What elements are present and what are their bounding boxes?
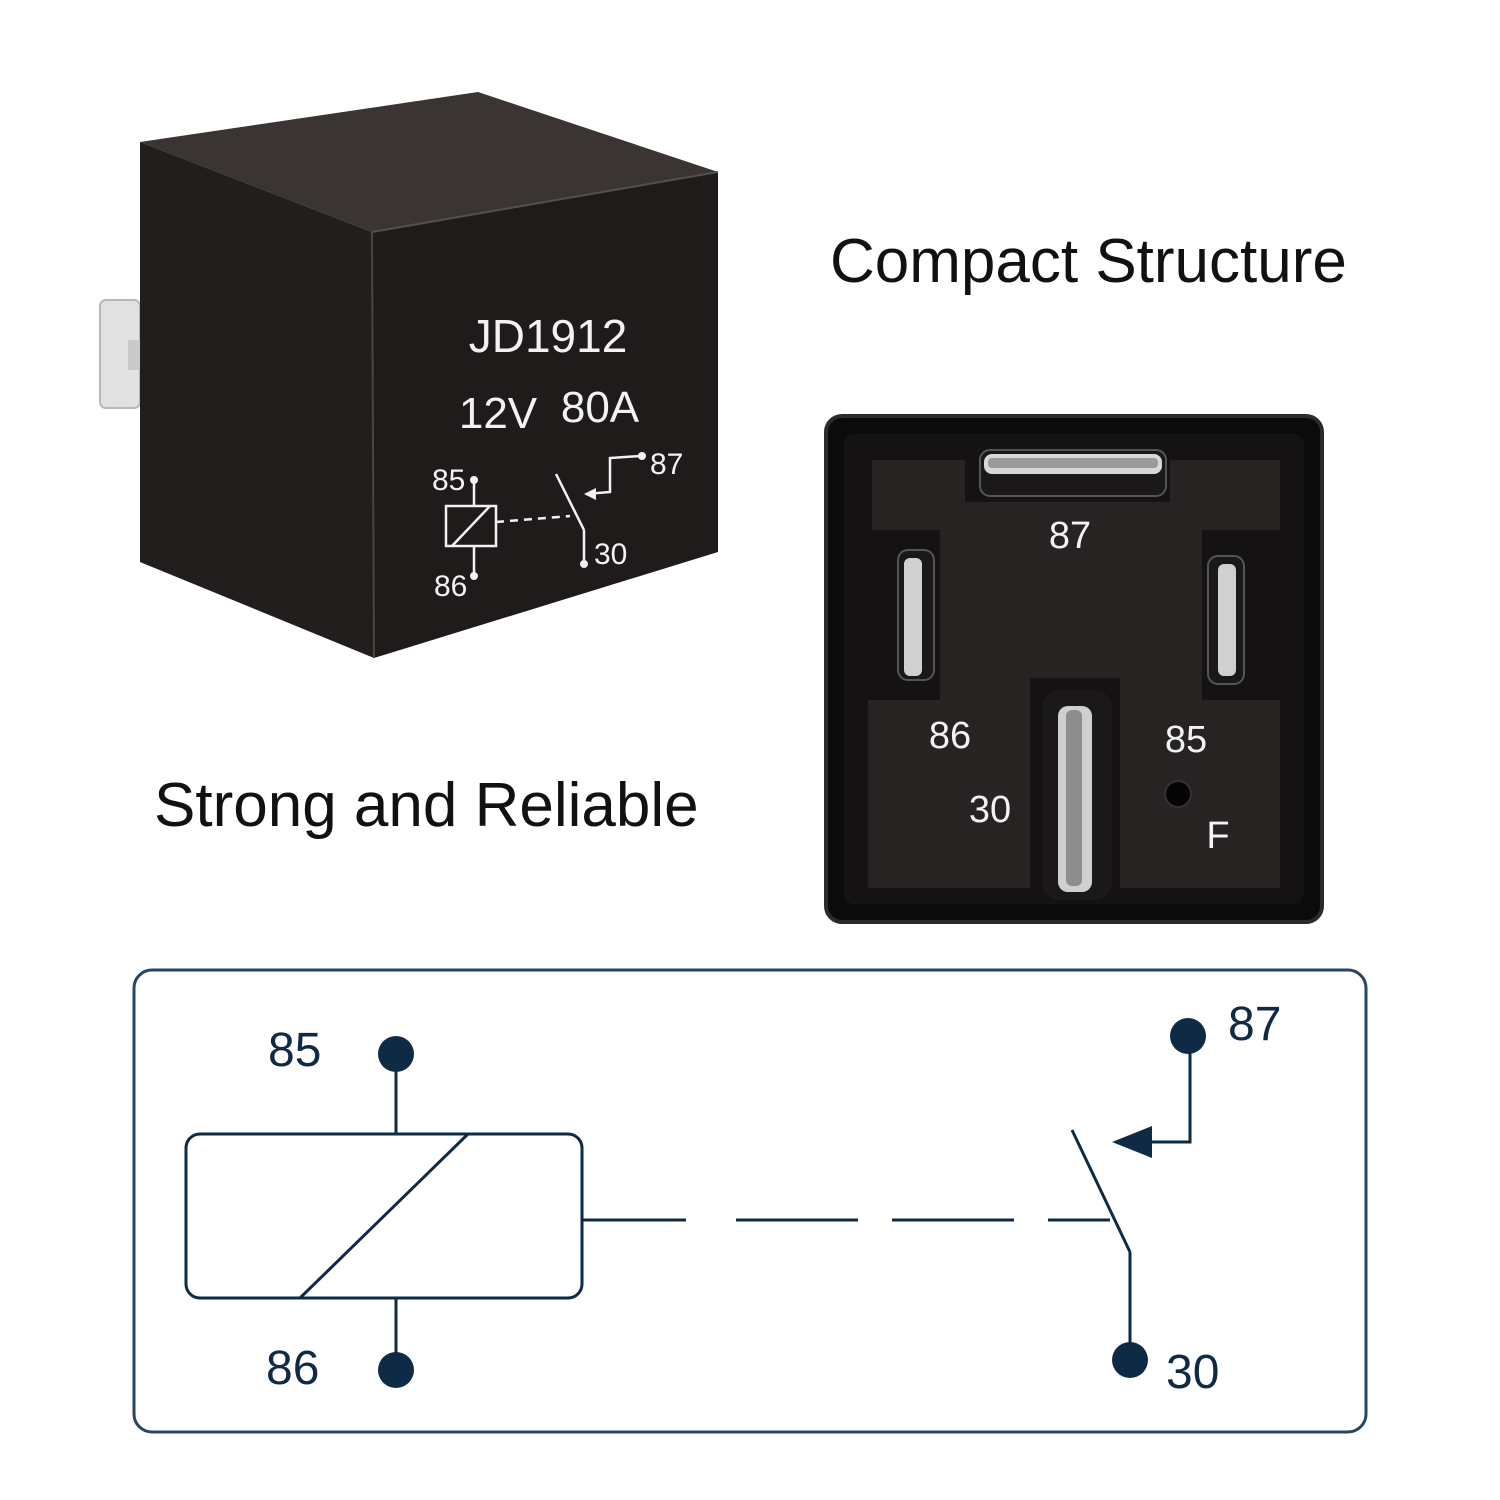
relay-bottom-view: 87 86 85 30 F	[824, 414, 1324, 924]
terminal-86-dot	[378, 1352, 414, 1388]
relay-model-label: JD1912	[469, 310, 628, 362]
relay-pin-87: 87	[650, 448, 683, 481]
schematic-border	[132, 968, 1368, 1434]
diagram-pin-87: 87	[1228, 998, 1281, 1051]
bottom-pin-85: 85	[1165, 719, 1207, 761]
relay-left-face	[140, 142, 374, 658]
caption-compact-structure: Compact Structure	[830, 227, 1347, 296]
relay-voltage-label: 12V	[459, 389, 538, 438]
relay-pin-30: 30	[594, 538, 627, 571]
relay-mini-schematic	[444, 454, 641, 574]
relay-current-label: 80A	[561, 383, 640, 432]
coil-diagonal	[298, 1132, 470, 1300]
relay-top-view: JD1912 12V 80A 85 86 87 30	[99, 92, 719, 659]
relay-schematic: 85 86 87 30	[132, 968, 1368, 1434]
terminal-87-dot	[1170, 1018, 1206, 1054]
switch-arm	[1070, 1129, 1132, 1253]
bottom-pin-30: 30	[969, 789, 1011, 831]
coil-box	[184, 1132, 584, 1300]
relay-pin-85: 85	[432, 464, 465, 497]
bottom-hole	[1164, 780, 1192, 808]
bottom-pin-86: 86	[929, 715, 971, 757]
diagram-pin-85: 85	[268, 1024, 321, 1077]
terminal-30-dot	[1112, 1342, 1148, 1378]
diagram-pin-86: 86	[266, 1342, 319, 1395]
bottom-marker-f: F	[1206, 815, 1229, 857]
diagram-pin-30: 30	[1166, 1346, 1219, 1399]
contact-arrow	[1112, 1126, 1152, 1158]
bottom-pin-87: 87	[1049, 515, 1091, 557]
caption-strong-reliable: Strong and Reliable	[154, 771, 699, 840]
terminal-85-dot	[378, 1036, 414, 1072]
relay-pin-86: 86	[434, 570, 467, 603]
relay-front-face	[372, 172, 718, 658]
